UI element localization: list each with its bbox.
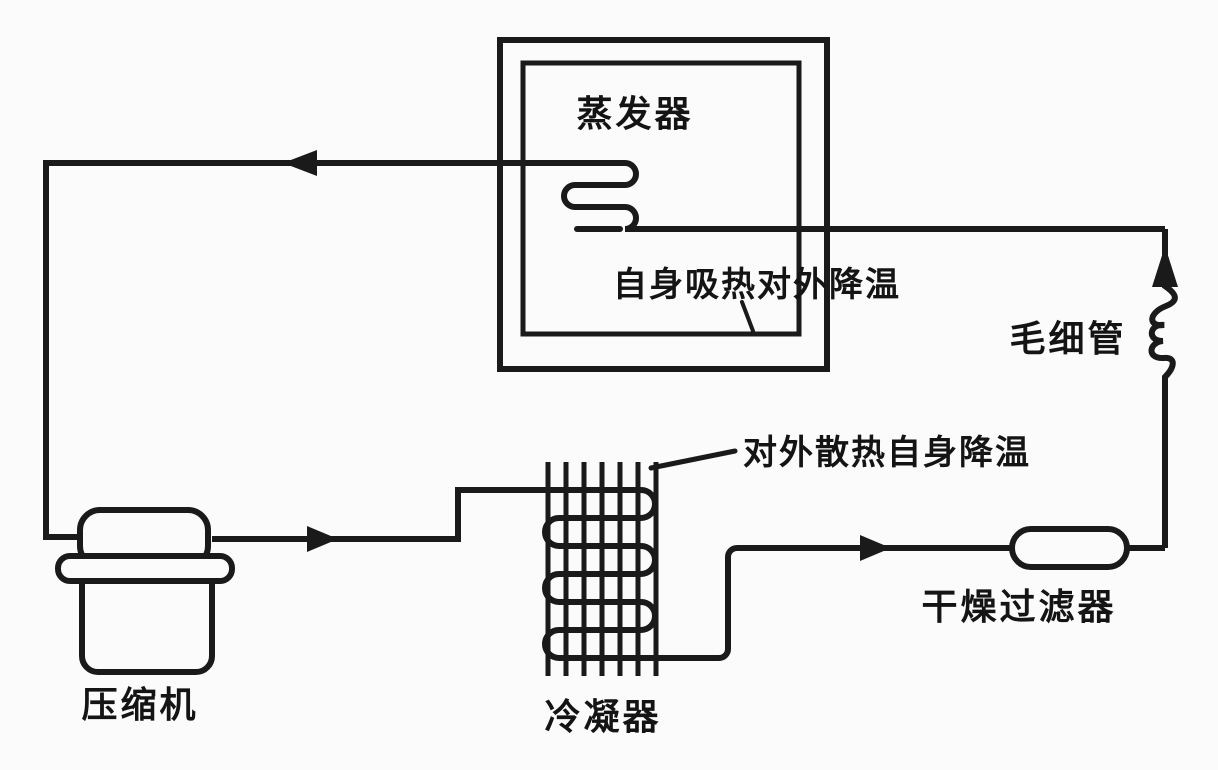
- capillary-tube-pipe: [1148, 229, 1178, 548]
- compressor-flange: [55, 553, 235, 584]
- condenser-note-label: 对外散热自身降温: [743, 433, 1031, 473]
- flow-arrow-right-discharge-icon: [307, 526, 338, 552]
- evaporator-label: 蒸发器: [576, 94, 693, 135]
- evaporator-note-label: 自身吸热对外降温: [613, 265, 901, 305]
- suction-line-pipe: [43, 160, 625, 540]
- drier-filter-capsule: [1009, 526, 1130, 570]
- flow-arrow-up-icon: [1152, 246, 1178, 287]
- compressor-group: [55, 507, 235, 675]
- capillary-label: 毛细管: [1009, 319, 1126, 360]
- discharge-and-condenser-pipe: [212, 487, 1012, 661]
- drier-filter-label: 干燥过滤器: [921, 587, 1116, 628]
- compressor-label: 压缩机: [81, 685, 198, 726]
- evaporator-inner-box: [520, 60, 802, 337]
- condenser-label: 冷凝器: [544, 697, 661, 738]
- condenser-fins: [545, 462, 659, 676]
- evaporator-note-pointer: [740, 300, 755, 333]
- flow-arrow-right-liquid-icon: [860, 535, 891, 561]
- evaporator-group: [497, 37, 830, 372]
- evaporator-coil: [561, 160, 1165, 232]
- condenser-note-pointer: [648, 448, 738, 471]
- evaporator-outer-box: [497, 37, 830, 372]
- flow-arrow-left-icon: [283, 150, 317, 176]
